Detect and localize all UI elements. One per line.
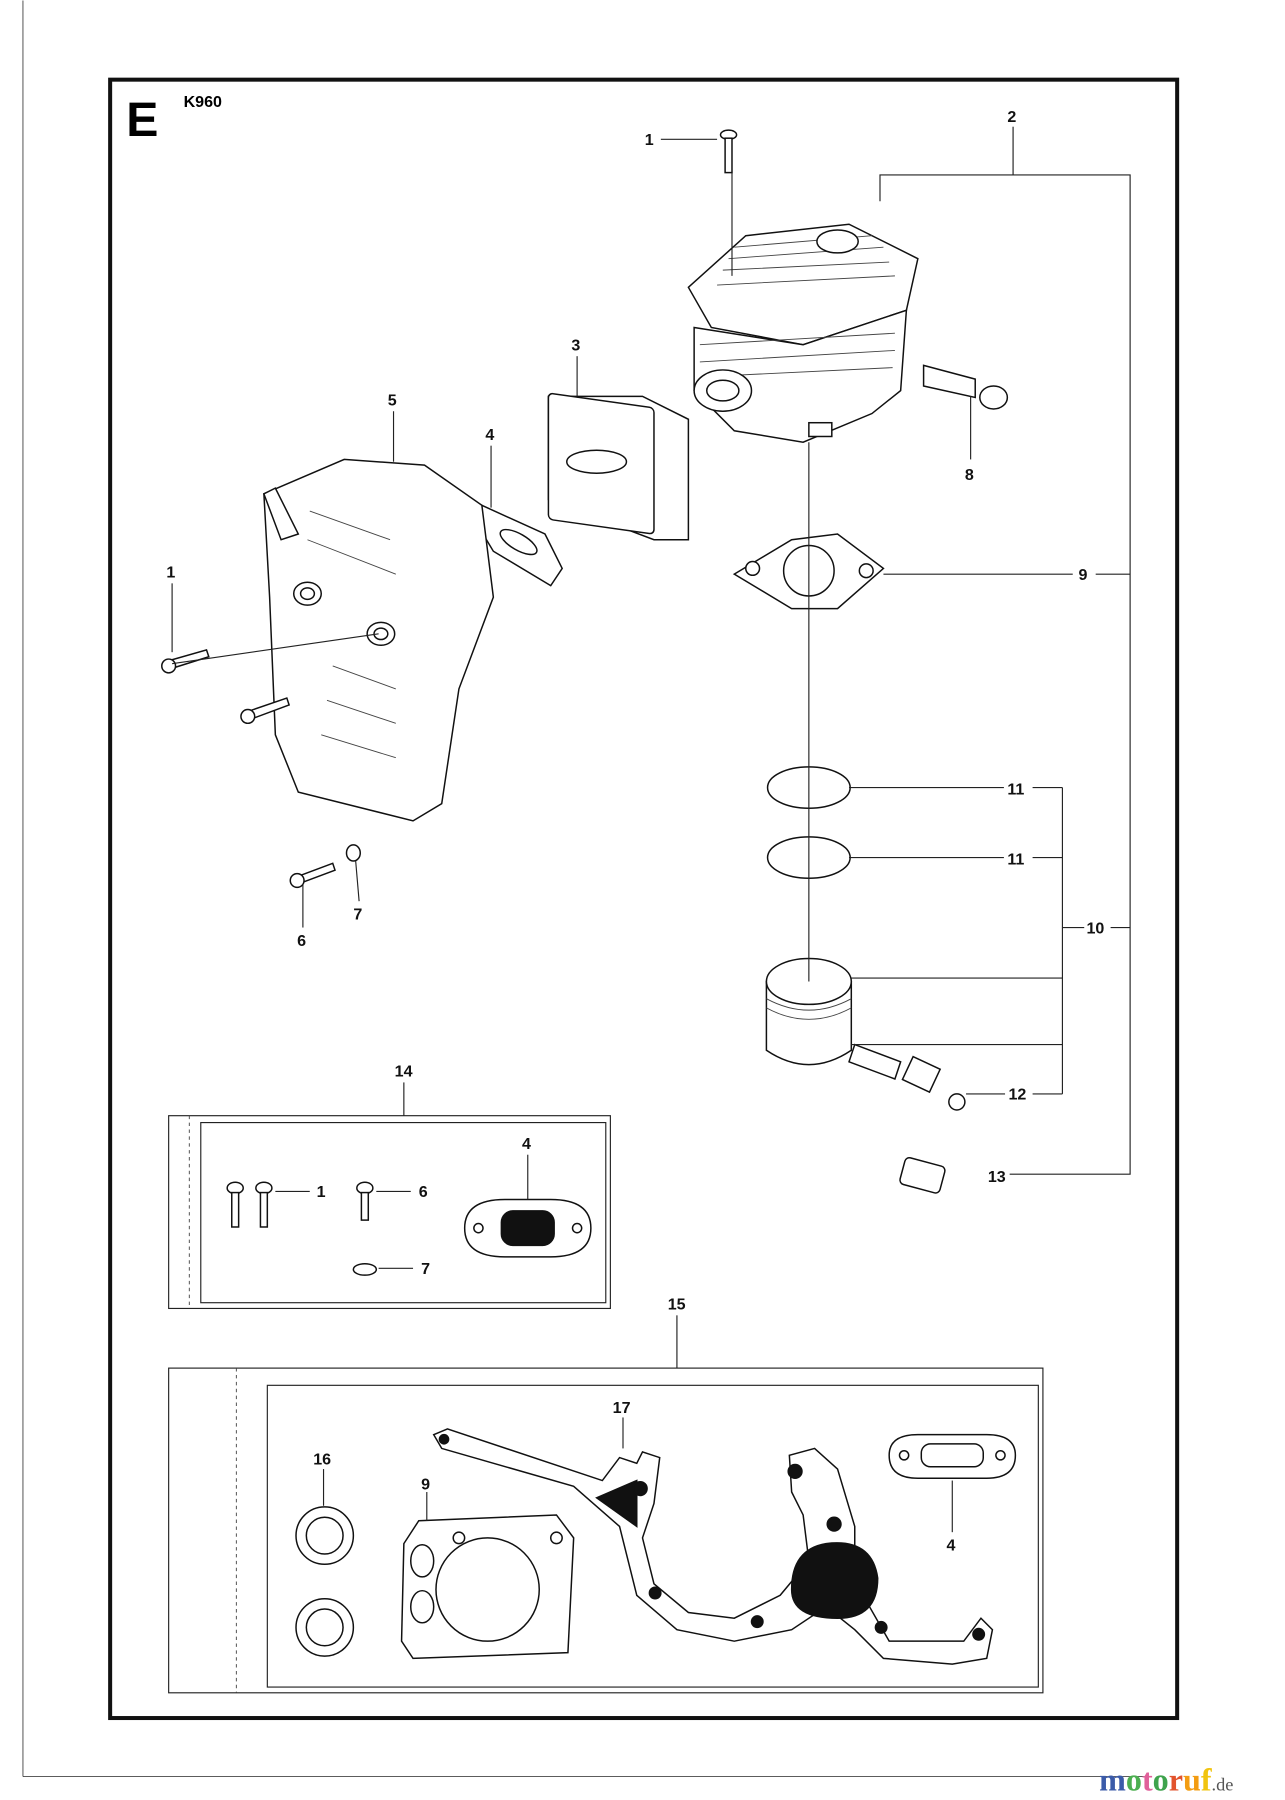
- kit-14: 1 6 4 7: [168, 1082, 611, 1310]
- kit15-callout-9: 9: [421, 1476, 430, 1494]
- leader-lines: [171, 126, 1131, 1175]
- flange-part: [547, 392, 690, 541]
- diagram-frame: [108, 77, 1180, 1721]
- kit14-callout-1: 1: [317, 1183, 326, 1201]
- callout-8: 8: [965, 466, 974, 484]
- section-letter: E: [126, 93, 158, 147]
- muffler-gasket-part: [475, 504, 564, 587]
- kit14-callout-6: 6: [419, 1183, 428, 1201]
- callout-14: 14: [395, 1063, 413, 1081]
- callout-11a: 11: [1007, 780, 1024, 798]
- watermark-logo: motoruf.de: [1099, 1761, 1233, 1797]
- model-label: K960: [184, 93, 222, 111]
- callout-6: 6: [297, 932, 306, 950]
- kit14-screws: [226, 1181, 378, 1276]
- callout-9: 9: [1078, 566, 1087, 584]
- kit14-gasket: [463, 1198, 592, 1258]
- cylinder-part: [687, 223, 919, 443]
- callout-12: 12: [1008, 1086, 1026, 1104]
- kit15-callout-16: 16: [313, 1450, 331, 1468]
- needle-bearing-part: [899, 1156, 946, 1194]
- kit15-callout-4: 4: [947, 1537, 956, 1555]
- kit15-callout-17: 17: [613, 1399, 631, 1417]
- crankcase-gasket: [432, 1428, 994, 1665]
- callout-15: 15: [668, 1296, 686, 1314]
- callout-1: 1: [645, 131, 654, 149]
- callout-3: 3: [571, 336, 580, 354]
- callout-1-left: 1: [166, 564, 175, 582]
- muffler-part: [262, 458, 495, 822]
- callout-5: 5: [388, 392, 397, 410]
- decompression-valve-part: [922, 364, 1009, 410]
- kit14-callout-7: 7: [421, 1260, 430, 1278]
- callout-11b: 11: [1007, 850, 1024, 868]
- kit15-muffler-gasket: [888, 1433, 1017, 1479]
- callout-10: 10: [1087, 919, 1105, 937]
- piston-pin-part: [848, 1043, 966, 1111]
- callout-7: 7: [353, 906, 362, 924]
- screw-part: [719, 129, 738, 174]
- kit14-callout-4: 4: [522, 1135, 531, 1153]
- kit15-cylinder-gasket: [400, 1514, 575, 1660]
- callout-2: 2: [1007, 108, 1016, 126]
- callout-4: 4: [485, 426, 494, 444]
- callout-labels: 1 2 3 4 5 1 6 7 8 9 10 11 11 12 13 14 15: [166, 108, 1104, 1313]
- callout-13: 13: [988, 1168, 1006, 1186]
- svg-text:motoruf.de: motoruf.de: [1099, 1761, 1233, 1797]
- kit-15: 16 9 17 4: [168, 1315, 1044, 1694]
- muffler-screw-part: [161, 648, 362, 889]
- seal-rings: [295, 1506, 355, 1657]
